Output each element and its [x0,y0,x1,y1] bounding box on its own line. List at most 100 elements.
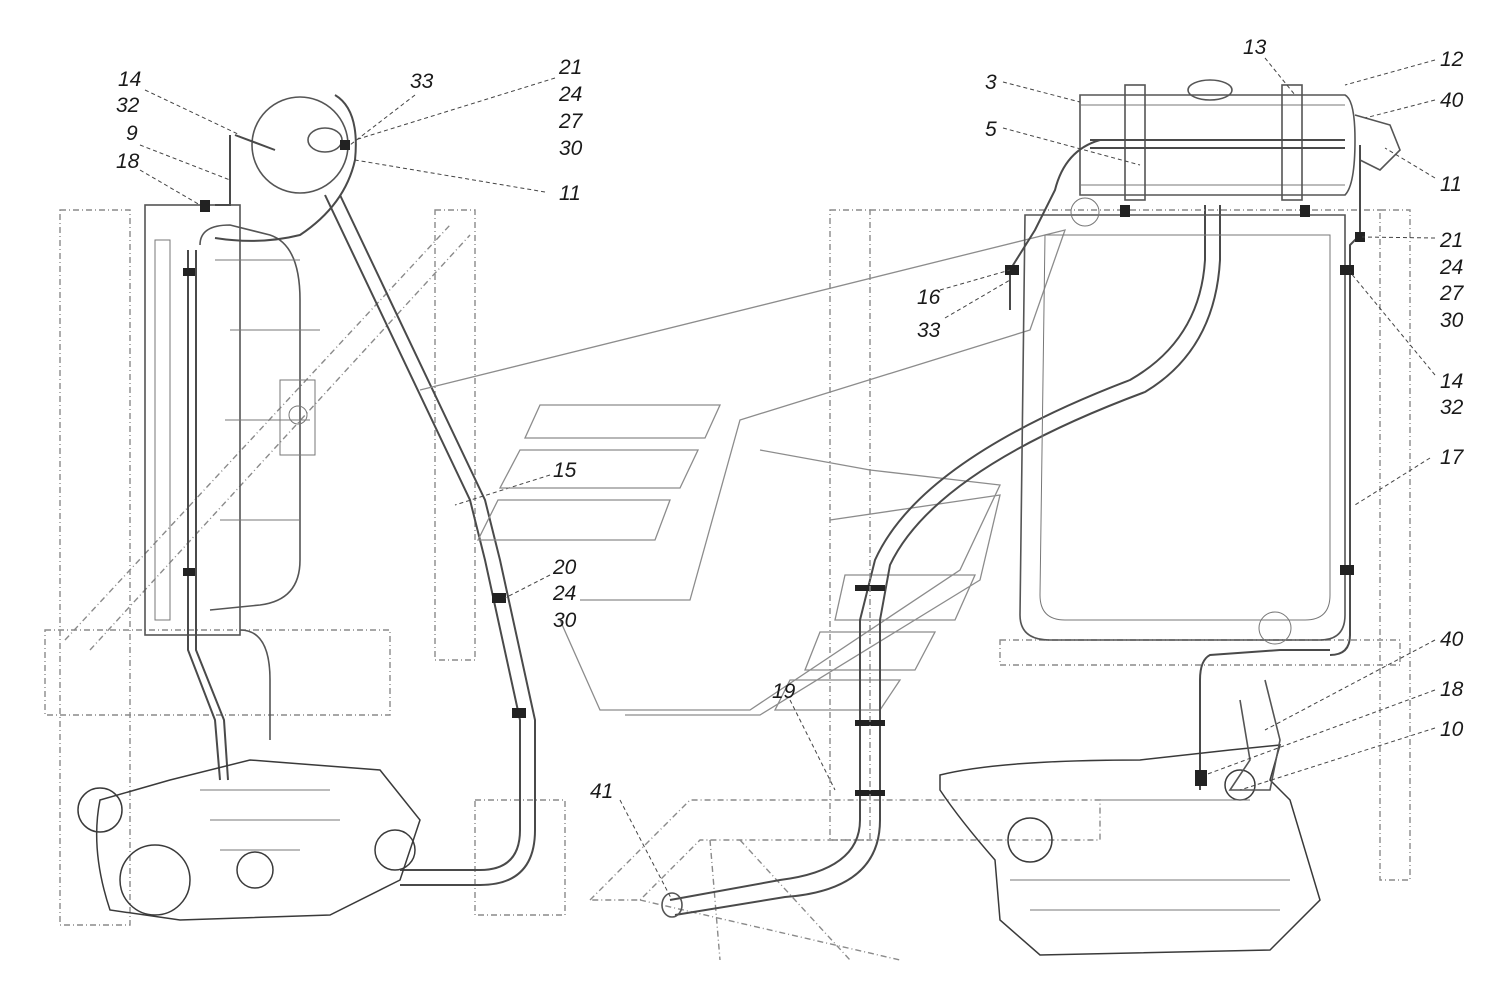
left-tank-pipe [234,134,276,151]
leader-33-left [349,94,416,146]
leader-16 [939,269,1011,291]
leader-11-left [354,159,546,193]
leader-12 [1344,59,1436,86]
left-radiator-tube [154,239,171,621]
hose-41-end [661,892,683,918]
clamp-left-2 [183,568,195,576]
center-frame-struts [639,839,901,961]
callout-11-left: 11 [559,182,581,205]
right-frame-post-right [1379,209,1411,881]
leader-11-right [1384,147,1436,179]
callout-30-right: 30 [1440,309,1464,332]
leader-15 [454,474,551,506]
leader-13 [1264,57,1296,96]
callout-21-left: 21 [558,56,582,79]
clamp-19-2 [855,720,885,726]
left-vertical-pipe [187,250,221,781]
left-frame-post [59,209,131,926]
left-vent-hose [214,94,357,242]
clamp-19-3 [855,790,885,796]
callout-30-left: 30 [559,137,583,160]
callout-27-right: 27 [1439,282,1465,305]
callout-3: 3 [985,71,997,94]
left-elbow [239,629,271,740]
right-radiator [1019,197,1346,645]
leader-5 [1002,127,1141,166]
pipe-5 [1009,139,1101,310]
leader-18-right [1204,689,1436,776]
clamp-33-left [340,140,350,150]
left-crossmember [44,629,391,716]
left-fan-shroud [199,224,301,611]
clamp-14-right [1340,265,1354,275]
callout-40-bottom: 40 [1440,628,1464,651]
callout-21-right: 21 [1439,229,1463,252]
leader-14-left [144,89,241,136]
leader-33-right [944,279,1011,319]
callout-18-right: 18 [1440,678,1464,701]
callout-18-left: 18 [116,150,140,173]
hose-19-outer [674,205,1221,916]
left-bracket-hole [288,405,308,425]
leader-9 [139,144,231,181]
center-ghost-panels [419,229,1101,961]
callout-27-left: 27 [558,110,584,133]
clamp-20-upper [492,593,506,603]
leader-17 [1354,457,1431,506]
callout-5: 5 [985,118,997,141]
right-view [829,57,1436,956]
callout-33-left: 33 [410,70,434,93]
callout-41: 41 [590,780,613,803]
leader-21-left [354,77,556,141]
left-engine [77,759,421,921]
callout-12: 12 [1440,48,1464,71]
callout-19: 19 [772,680,796,703]
left-diagonal-1 [64,224,451,641]
pipe-17 [1329,145,1361,656]
left-view [44,77,566,926]
left-radiator-ribs [215,259,320,521]
left-diagonal-2 [89,234,471,651]
leader-41 [619,799,673,901]
leader-21-right [1361,236,1436,239]
callout-9: 9 [126,122,138,145]
left-frame-post-right [434,209,476,661]
callout-15: 15 [553,459,577,482]
callout-14-right: 14 [1440,370,1463,393]
left-bracket [279,379,316,456]
right-tank [1079,79,1401,201]
hose-15 [324,194,521,871]
callout-11-right: 11 [1440,173,1462,196]
callout-10: 10 [1440,718,1464,741]
left-pipe-9 [215,135,231,206]
callout-33-right: 33 [917,319,941,342]
left-tank-cap [307,127,343,153]
callout-32-left: 32 [116,94,140,117]
callout-30-mid: 30 [553,609,577,632]
callout-40-top: 40 [1440,89,1464,112]
callout-32-right: 32 [1440,396,1464,419]
leader-3 [1002,81,1081,103]
clamp-18-right [1195,770,1207,786]
leader-18-left [139,169,201,206]
left-vertical-pipe-b [195,250,229,781]
left-expansion-tank [251,96,349,194]
leader-14-right [1349,271,1436,376]
clamp-left-1 [183,268,195,276]
center-frame [588,799,1101,901]
leader-19 [789,699,836,791]
callout-24-left: 24 [558,83,582,106]
hose-19 [669,205,1206,901]
clamp-18-left [200,200,210,212]
clamp-13 [1300,205,1310,217]
clamp-5 [1120,205,1130,217]
callout-20: 20 [552,556,577,579]
right-frame-post-left [829,209,871,841]
pipe-18-right [1199,649,1330,790]
clamp-20-lower [512,708,526,718]
callout-13: 13 [1243,36,1267,59]
callout-24-right: 24 [1439,256,1463,279]
hose-15-outer [339,194,536,886]
clamp-16 [1005,265,1019,275]
